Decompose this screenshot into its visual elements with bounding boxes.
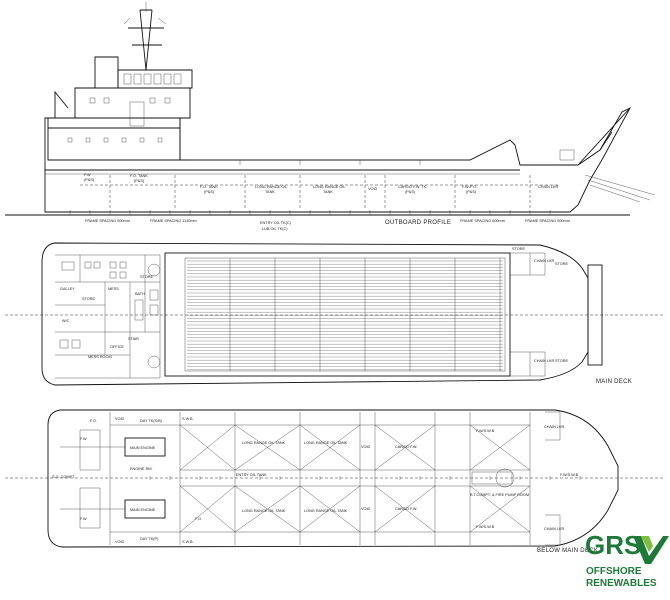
- room-chain-lkr-1: CHAIN LKR: [534, 259, 555, 263]
- room-store-bow-2: STORE: [555, 262, 568, 266]
- dim-label-1: FRAME SPACING 500mm: [85, 219, 130, 223]
- logo-mark-icon: [633, 536, 669, 564]
- dim-label-2: FRAME SPACING 1130mm: [150, 219, 197, 223]
- room-fwswb-3: F.W/S.W.B: [476, 525, 495, 529]
- mast: [128, 9, 164, 71]
- svg-text:(P&S): (P&S): [204, 190, 215, 194]
- room-cargo-fw-2: CARGO F.W.: [395, 507, 417, 511]
- side-label-swb-1: S.W.B.: [182, 417, 194, 421]
- room-lr-4: LONG RANGE OIL TANK: [304, 509, 348, 513]
- room-chain-lkr-below-2: CHAIN LKR: [544, 527, 565, 531]
- logo-sub-offshore: OFFSHORE: [586, 566, 642, 577]
- logo-accent-icon: [641, 536, 653, 552]
- svg-text:(P&S): (P&S): [84, 178, 95, 182]
- room-lr-2: LONG RANGE OIL TANK: [304, 441, 348, 445]
- room-fo-aft-s: F.O.: [90, 419, 97, 423]
- side-label-void-1: VOID: [115, 417, 125, 421]
- tank-cross-marks: [179, 424, 531, 533]
- tank-label-void: VOID: [368, 187, 378, 191]
- below-frame-ticks: [149, 476, 581, 480]
- tank-label-lr-2: LONG RANGE OIL: [313, 185, 346, 189]
- bulkheads: [109, 412, 531, 545]
- below-deck-caption: BELOW MAIN DECK: [537, 548, 598, 554]
- bow-ramp: [577, 107, 631, 166]
- room-lr-3: LONG RANGE OIL TANK: [242, 509, 286, 513]
- tank-label-lr-1: LONG RANGE OIL: [255, 185, 288, 189]
- room-stair: STAIR: [128, 337, 139, 341]
- tank-label-fo-1: F.O. TANK: [130, 174, 148, 178]
- lub-oil-label: LUB OIL TK(C): [262, 227, 288, 231]
- tank-label-fwfo: F.W./F.O.: [462, 185, 477, 189]
- dim-label-4: FRAME SPACING 500mm: [525, 219, 570, 223]
- outboard-profile: F.W (P&S) F.O. TANK (P&S) F.O. TANK (P&S…: [5, 2, 656, 231]
- below-deck-hull: [47, 409, 619, 548]
- cargo-deck-area: [164, 252, 511, 377]
- dim-label-3: FRAME SPACING 600mm: [460, 219, 505, 223]
- room-fwswb-1: F.W/S.W.B: [476, 429, 495, 433]
- room-fwswb-2: F.W/S.W.B: [560, 473, 579, 477]
- svg-text:(P&S): (P&S): [134, 179, 145, 183]
- grs-logo: GRS OFFSHORE RENEWABLES: [583, 528, 669, 594]
- room-wc: W/C: [62, 319, 70, 323]
- room-bath: BATH: [135, 292, 145, 296]
- wheelhouse-windows: [123, 73, 182, 85]
- side-label-void-2: VOID: [115, 540, 125, 544]
- side-label-fw-1: F.W: [80, 437, 87, 441]
- room-bt-compt: B.T.COMPT. & FIRE PUMP ROOM: [470, 493, 529, 497]
- main-deck-plan: GALLEY MESS STORE BATH W/C MESS ROOM STA…: [5, 242, 665, 386]
- room-mess-room: MESS ROOM: [88, 355, 112, 359]
- svg-text:(P&S): (P&S): [466, 190, 477, 194]
- tank-label-fw: F.W: [84, 173, 91, 177]
- main-deck-hull: [41, 242, 589, 386]
- svg-text:TANK: TANK: [323, 190, 333, 194]
- room-entry-oil: ENTRY OIL TANK: [236, 473, 267, 477]
- room-void-2: VOID: [361, 507, 371, 511]
- bow-winch: [559, 149, 575, 161]
- room-galley: GALLEY: [60, 287, 75, 291]
- room-main-engine-s: MAIN ENGINE: [130, 446, 156, 450]
- side-label-fw-2: F.W: [80, 517, 87, 521]
- logo-wordmark: GRS: [585, 530, 641, 560]
- room-sg-compt: S.G. COMPT.: [52, 475, 75, 479]
- room-fo-fwd: F.O.: [195, 517, 202, 521]
- room-office: OFFICE: [110, 345, 124, 349]
- frame-ticks: [69, 210, 551, 215]
- room-lr-1: LONG RANGE OIL TANK: [242, 441, 286, 445]
- aft-crane: [54, 90, 69, 118]
- entry-oil-label: ENTRY OIL TK(C): [260, 221, 292, 225]
- portholes: [67, 97, 171, 143]
- room-engine-rm: ENGINE RM.: [130, 467, 153, 471]
- room-chain-lkr-below-1: CHAIN LKR: [544, 425, 565, 429]
- room-store-bow-3: STORE: [555, 359, 568, 363]
- svg-text:(P&S): (P&S): [405, 190, 416, 194]
- tank-label-cargo: CARGO F.W. TK.: [398, 185, 427, 189]
- tank-label-fo-2: F.O. TANK: [200, 185, 218, 189]
- deck-planking: [187, 258, 503, 371]
- side-label-swb-2: S.W.B.: [182, 540, 194, 544]
- room-day-tk-s: DAY TK(S/B): [140, 419, 163, 423]
- below-main-deck-plan: S.G. COMPT. F.O. DAY TK(S/B) ENGINE RM. …: [5, 409, 665, 554]
- chain-locker-label: CHAIN LKR: [538, 185, 559, 189]
- room-store-1: STORE: [82, 297, 95, 301]
- main-deck-caption: MAIN DECK: [596, 379, 632, 385]
- ramp-lines: [584, 174, 656, 203]
- room-chain-lkr-2: CHAIN LKR: [534, 359, 555, 363]
- room-main-engine-p: MAIN ENGINE: [130, 508, 156, 512]
- room-day-tk-p: DAY TK(P): [140, 537, 159, 541]
- room-mess: MESS: [108, 287, 119, 291]
- room-store-bow-1: STORE: [512, 247, 525, 251]
- bow-ramp-plan: [587, 264, 603, 366]
- outboard-profile-caption: OUTBOARD PROFILE: [385, 220, 451, 226]
- svg-text:TANK: TANK: [265, 190, 275, 194]
- logo-sub-renewables: RENEWABLES: [586, 578, 657, 589]
- room-void-1: VOID: [361, 445, 371, 449]
- room-store-2: STORE: [140, 275, 153, 279]
- funnel: [94, 56, 119, 89]
- room-cargo-fw-1: CARGO F.W.: [395, 445, 417, 449]
